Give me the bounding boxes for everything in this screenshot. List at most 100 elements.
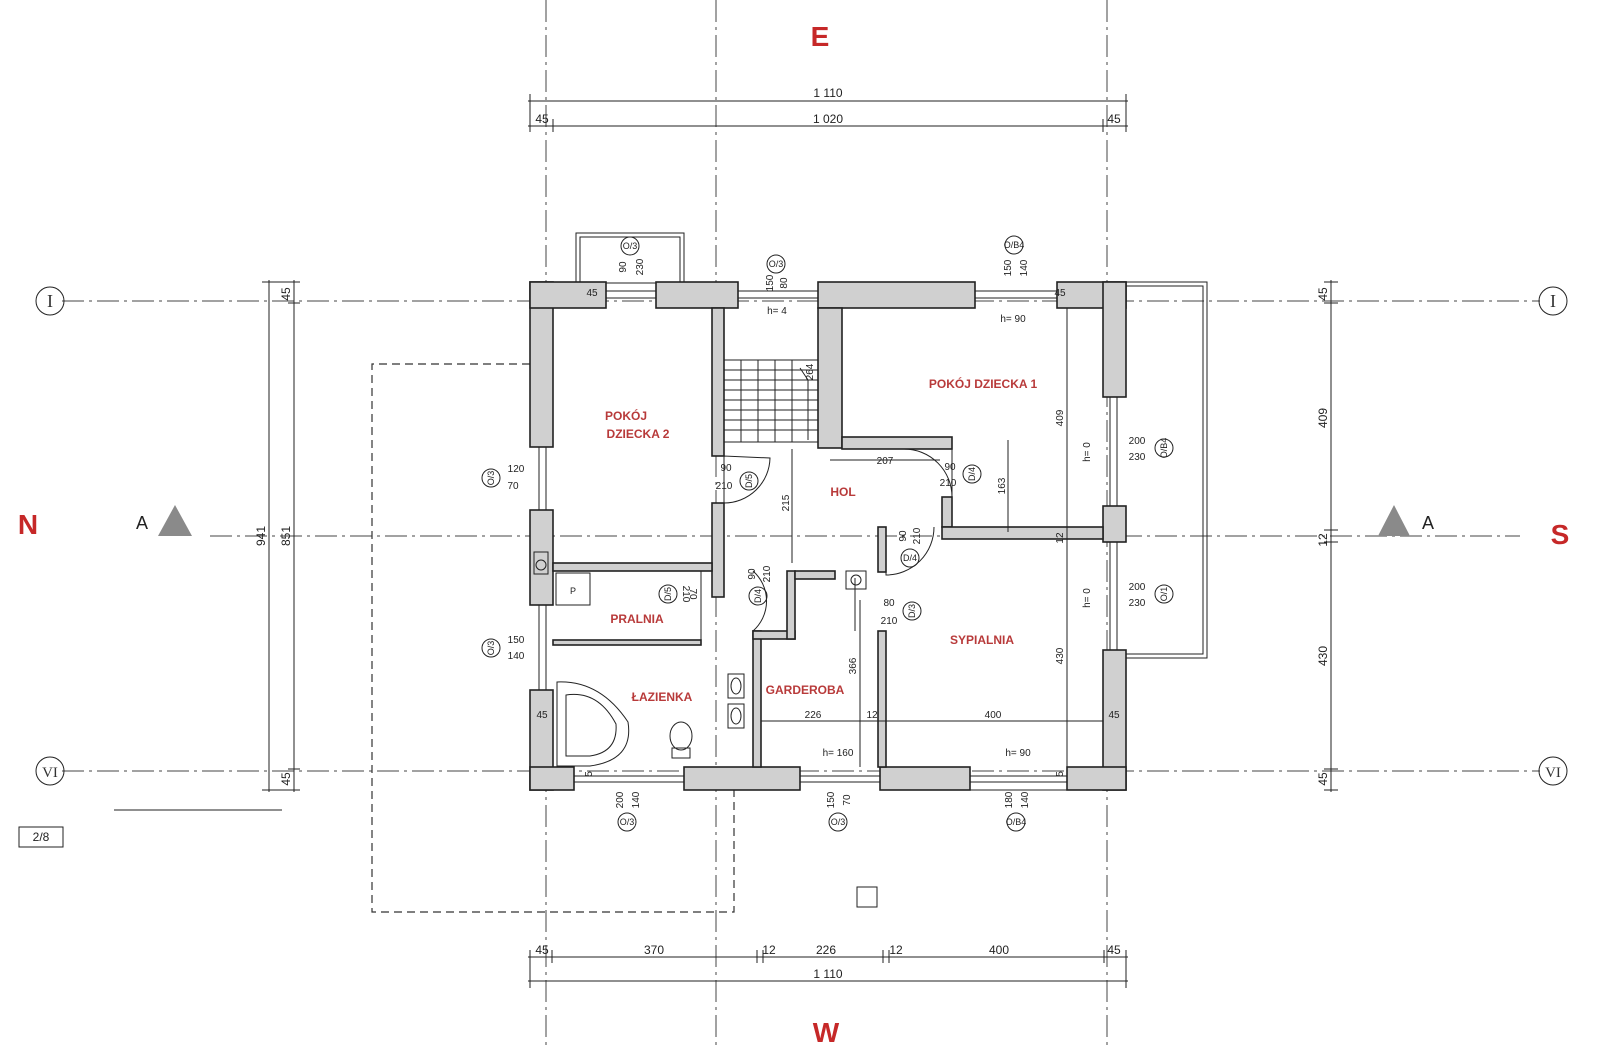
dim-wall-45-d: 45	[1054, 288, 1066, 299]
dim-wall-5-b: 5	[1055, 771, 1066, 777]
svg-text:150: 150	[508, 635, 525, 646]
sill-h160: h= 160	[823, 748, 854, 759]
svg-text:150: 150	[826, 791, 837, 808]
appliance-label: P	[570, 586, 576, 596]
svg-text:80: 80	[779, 277, 790, 289]
svg-text:70: 70	[687, 588, 698, 600]
lower-floor-outline	[371, 363, 735, 913]
window-tag-8: O/3	[620, 817, 635, 827]
dim-hall-door-height: 163	[997, 477, 1008, 494]
window-tag-6: O/1	[1159, 587, 1169, 602]
compass-west: W	[813, 1017, 840, 1048]
window-frames	[538, 290, 1118, 791]
dim-hall-width: 207	[877, 456, 894, 467]
dim-left-top-wall: 45	[279, 287, 293, 301]
svg-text:90: 90	[618, 261, 629, 273]
svg-text:210: 210	[881, 616, 898, 627]
svg-text:230: 230	[1129, 452, 1146, 463]
dim-wall-45-b: 45	[1108, 710, 1120, 721]
door-tag-5: D/4	[753, 589, 763, 603]
compass-south: S	[1551, 519, 1570, 550]
dim-top-total: 1 110	[813, 86, 842, 100]
svg-text:210: 210	[762, 565, 773, 582]
room-child-2-line1: POKÓJ	[605, 408, 647, 423]
dim-wall-45-c: 45	[586, 288, 598, 299]
dim-wardrobe-width: 226	[805, 710, 822, 721]
room-wardrobe: GARDEROBA	[766, 683, 845, 697]
dim-bottom-seg-7: 45	[1107, 943, 1121, 957]
dim-bottom-seg-5: 12	[889, 943, 903, 957]
sill-h0-upper: h= 0	[1082, 442, 1093, 462]
svg-text:A: A	[136, 513, 148, 533]
axis-markers: I I VI VI	[35, 286, 1568, 786]
room-child-1: POKÓJ DZIECKA 1	[929, 376, 1038, 391]
dim-bedroom-depth: 430	[1055, 647, 1066, 664]
dim-right-lower: 430	[1316, 646, 1330, 666]
dim-hall-depth: 215	[781, 494, 792, 511]
dim-partition-12: 12	[866, 710, 878, 721]
sill-h4: h= 4	[767, 306, 787, 317]
svg-text:120: 120	[508, 464, 525, 475]
dim-bottom-seg-3: 12	[762, 943, 776, 957]
dim-bottom-total: 1 110	[813, 967, 842, 981]
compass-north: N	[18, 509, 38, 540]
sill-h0-lower: h= 0	[1082, 588, 1093, 608]
svg-text:230: 230	[1129, 598, 1146, 609]
door-swings	[700, 448, 953, 643]
bottom-dimensions: 45 370 12 226 12 400 45 1 110	[528, 943, 1128, 988]
svg-text:210: 210	[940, 478, 957, 489]
compass-east: E	[811, 21, 830, 52]
axis-label-top-right: I	[1550, 291, 1556, 311]
window-tag-9: O/3	[831, 817, 846, 827]
door-tag-2: D/4	[967, 467, 977, 481]
svg-text:180: 180	[1004, 791, 1015, 808]
svg-text:230: 230	[635, 258, 646, 275]
dim-wall-45-a: 45	[536, 710, 548, 721]
axis-label-bottom-left: VI	[42, 765, 58, 781]
svg-text:140: 140	[1019, 259, 1030, 276]
section-marker-right: A	[1378, 505, 1434, 536]
svg-text:140: 140	[631, 791, 642, 808]
svg-text:70: 70	[842, 794, 853, 806]
window-tag-1: O/3	[623, 241, 638, 251]
balcony-south	[1126, 281, 1208, 659]
axis-lines	[62, 0, 1540, 1049]
svg-text:140: 140	[508, 651, 525, 662]
svg-text:150: 150	[765, 274, 776, 291]
room-labels: POKÓJ DZIECKA 2 POKÓJ DZIECKA 1 HOL PRAL…	[605, 376, 1037, 704]
interior-dimensions: 207 215 163 409 430 366 226 12 400 45 45…	[536, 288, 1120, 777]
fixtures: P	[533, 551, 867, 767]
door-tag-1: D/5	[744, 474, 754, 488]
dim-right-bottom-wall: 45	[1316, 772, 1330, 786]
dim-wall-5-a: 5	[584, 771, 595, 777]
svg-text:90: 90	[944, 462, 956, 473]
room-bedroom: SYPIALNIA	[950, 633, 1014, 647]
dim-bottom-seg-4: 226	[816, 943, 836, 957]
staircase: 264	[723, 359, 819, 443]
room-child-2-line2: DZIECKA 2	[607, 427, 670, 441]
dim-partition-12b: 12	[1055, 532, 1066, 544]
svg-text:150: 150	[1003, 259, 1014, 276]
room-hall: HOL	[830, 485, 855, 499]
column-marker	[856, 886, 878, 908]
dim-left-inner: 851	[279, 526, 293, 546]
dim-bottom-seg-2: 370	[644, 943, 664, 957]
room-bathroom: ŁAZIENKA	[632, 690, 693, 704]
svg-text:200: 200	[1129, 436, 1146, 447]
sheet-number: 2/8	[18, 809, 282, 848]
dim-top-inner: 1 020	[813, 112, 843, 126]
top-dimensions: 1 110 1 020 45 45	[528, 86, 1128, 132]
dim-right-top-wall: 45	[1316, 287, 1330, 301]
door-tag-4: D/5	[663, 587, 673, 601]
svg-text:210: 210	[912, 527, 923, 544]
dim-wardrobe-depth: 366	[848, 657, 859, 674]
axis-label-top-left: I	[47, 291, 53, 311]
svg-text:210: 210	[680, 586, 691, 603]
sill-h90-bottom: h= 90	[1005, 748, 1031, 759]
svg-text:80: 80	[883, 598, 895, 609]
svg-text:140: 140	[1020, 791, 1031, 808]
svg-text:70: 70	[507, 481, 519, 492]
svg-text:90: 90	[720, 463, 732, 474]
right-dimensions: 45 409 12 430 45	[1316, 280, 1338, 792]
dim-top-left-wall: 45	[535, 112, 549, 126]
